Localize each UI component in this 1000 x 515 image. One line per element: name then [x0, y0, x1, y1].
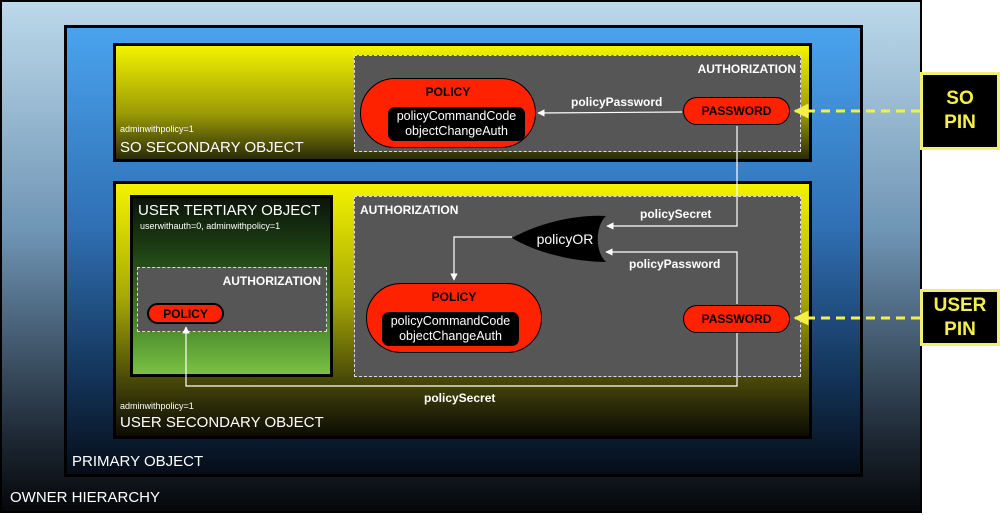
user-policy-value: objectChangeAuth — [399, 329, 502, 343]
so-policy-node: POLICY policyCommandCode objectChangeAut… — [360, 78, 536, 148]
user-tertiary-label: USER TERTIARY OBJECT — [138, 202, 321, 219]
user-policy-secret-label: policySecret — [640, 207, 712, 221]
so-pin-line2: PIN — [944, 112, 976, 133]
user-tertiary-attr: userwithauth=0, adminwithpolicy=1 — [140, 221, 281, 231]
user-policy-command: policyCommandCode — [390, 314, 511, 328]
so-password-node: PASSWORD — [683, 97, 790, 125]
user-policy-title: POLICY — [431, 290, 477, 304]
so-policy-command: policyCommandCode — [396, 109, 517, 123]
so-policy-value: objectChangeAuth — [405, 124, 508, 138]
tertiary-authorization-label: AUTHORIZATION — [222, 274, 321, 288]
policy-or-label: policyOR — [537, 231, 594, 247]
user-password-node: PASSWORD — [683, 305, 790, 333]
tertiary-policy-node: POLICY — [147, 303, 224, 324]
so-policy-title: POLICY — [425, 85, 471, 99]
user-password-to-policyor-arrow — [605, 248, 738, 304]
so-pin-box: SO PIN — [920, 72, 1000, 150]
user-pin-line2: PIN — [944, 318, 976, 340]
policyor-to-policy-arrow — [450, 236, 512, 281]
so-authorization-label: AUTHORIZATION — [697, 62, 796, 76]
user-policy-password-label: policyPassword — [629, 257, 721, 271]
user-secondary-label: USER SECONDARY OBJECT — [120, 414, 324, 431]
user-policy-node: POLICY policyCommandCode objectChangeAut… — [366, 283, 542, 353]
so-policy-command-box: policyCommandCode objectChangeAuth — [388, 107, 525, 141]
owner-hierarchy-label: OWNER HIERARCHY — [10, 489, 161, 506]
user-pin-box: USER PIN — [920, 289, 1000, 346]
user-secondary-attr: adminwithpolicy=1 — [120, 401, 194, 411]
primary-object-label: PRIMARY OBJECT — [72, 453, 204, 470]
so-password-to-policyor-arrow — [606, 126, 738, 230]
user-authorization-label: AUTHORIZATION — [360, 203, 459, 217]
so-policy-password-label: policyPassword — [571, 95, 663, 109]
so-secondary-label: SO SECONDARY OBJECT — [120, 139, 304, 156]
user-pin-line1: USER — [933, 294, 987, 316]
so-pin-line1: SO — [946, 88, 974, 109]
password-to-tertiary-policy-arrow — [182, 326, 738, 387]
policy-or-gate-icon — [512, 215, 606, 262]
so-password-to-policy-arrow — [537, 109, 683, 117]
user-policy-command-box: policyCommandCode objectChangeAuth — [382, 312, 519, 346]
bottom-policy-secret-label: policySecret — [424, 391, 496, 405]
so-secondary-attr: adminwithpolicy=1 — [120, 124, 194, 134]
